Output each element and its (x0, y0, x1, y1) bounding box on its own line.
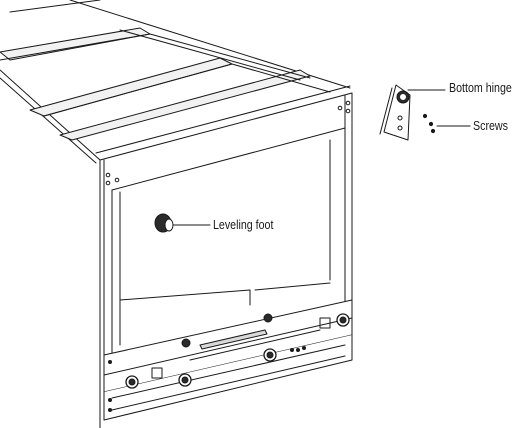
bottom-hinge-label: Bottom hinge (449, 80, 512, 95)
screws (422, 113, 471, 134)
leveling-foot (154, 213, 211, 233)
bottom-hinge (379, 84, 446, 141)
appliance-body (0, 0, 353, 428)
base-bracket (103, 299, 353, 421)
top-rails (0, 27, 331, 141)
screws-label: Screws (473, 118, 508, 133)
leveling-foot-label: Leveling foot (213, 217, 274, 232)
